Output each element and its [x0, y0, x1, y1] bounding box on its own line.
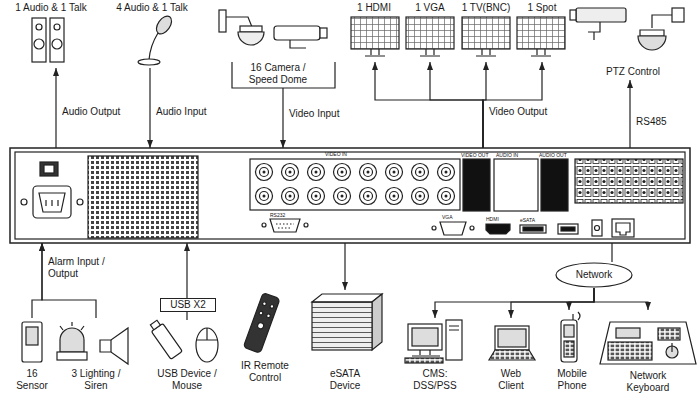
laptop-group: Web Client [480, 318, 542, 402]
device-label: Network [555, 269, 633, 281]
esata-group: eSATA Device [305, 290, 385, 402]
port-label: VIDEO OUT [461, 152, 489, 158]
siren-icon [57, 322, 128, 364]
connector-arrow [149, 68, 150, 148]
rear-panel [10, 148, 690, 243]
phone-group: Mobile Phone [548, 310, 596, 402]
ptz-group: PTZ Control [570, 2, 696, 80]
device-label: 1 VGA [402, 2, 458, 14]
connector-arrow [594, 288, 648, 310]
connector-arrow [430, 62, 483, 148]
connector-arrow [483, 62, 542, 148]
monitor-group: 1 Spot [514, 2, 570, 62]
device-label: IR Remote Control [240, 360, 290, 384]
connector-arrow [344, 243, 345, 290]
signal-label: USB X2 [160, 298, 216, 312]
device-label: 1 TV(BNC) [458, 2, 514, 14]
phone-icon [561, 312, 580, 362]
signal-label: RS485 [636, 116, 686, 128]
sensor-group: 16 Sensor [12, 318, 52, 402]
device-label: 4 Audio & 1 Talk [104, 2, 200, 14]
signal-label: Audio Input [156, 106, 226, 118]
esata-device-icon [312, 294, 382, 350]
signal-label: Video Input [289, 108, 359, 120]
connector-arrow [282, 88, 283, 148]
computer-icon [405, 320, 462, 363]
device-label: 1 Audio & 1 Talk [8, 2, 94, 14]
connector-arrow [435, 288, 594, 318]
sensor-icon [22, 322, 42, 362]
signal-label: Video Output [489, 106, 569, 118]
device-label: PTZ Control [570, 66, 696, 78]
microphone-group: 4 Audio & 1 Talk [104, 2, 200, 68]
connector-arrow [629, 80, 630, 148]
network-cloud: Network [555, 262, 633, 288]
siren-group: 3 Lighting / Siren [55, 318, 137, 402]
keyboard-icon [600, 322, 696, 364]
camera-group: 16 Camera / Speed Dome [215, 4, 340, 88]
device-label: 3 Lighting / Siren [61, 368, 131, 392]
port-label: VGA [442, 214, 453, 220]
device-label: eSATA Device [317, 368, 373, 392]
rear-panel: VIDEO IN VIDEO OUT AUDIO IN AUDIO OUT RS232 V… [10, 148, 690, 243]
connector-arrow [569, 288, 594, 310]
device-label: 16 Sensor [12, 368, 52, 392]
device-label: Mobile Phone [550, 368, 594, 392]
usb-group: USB Device / Mouse [148, 320, 226, 402]
port-label: eSATA [520, 217, 535, 223]
port-label: VIDEO IN [325, 151, 347, 157]
usb-mouse-icon [148, 319, 218, 362]
connector-arrow [611, 243, 612, 262]
camera-icon [219, 10, 335, 88]
signal-label: Audio Output [62, 106, 142, 118]
connector-arrow [375, 62, 483, 148]
remote-icon [243, 293, 280, 354]
remote-group: IR Remote Control [236, 288, 294, 402]
computer-group: CMS: DSS/PSS [400, 318, 470, 402]
monitor-group: 1 TV(BNC) [458, 2, 514, 62]
connector-arrow [511, 288, 594, 318]
ptz-camera-icon [570, 8, 684, 50]
device-label: 1 HDMI [346, 2, 402, 14]
device-label: 16 Camera / Speed Dome [243, 62, 313, 86]
speaker-group: 1 Audio & 1 Talk [8, 2, 94, 68]
port-label: HDMI [486, 216, 499, 222]
device-label: 1 Spot [514, 2, 570, 14]
device-label: USB Device / Mouse [152, 368, 222, 392]
keyboard-group: Network Keyboard [600, 310, 696, 402]
signal-label: Alarm Input / Output [48, 256, 118, 280]
port-label: AUDIO IN [496, 152, 518, 158]
device-label: Web Client [491, 368, 531, 392]
connector-arrow [55, 68, 56, 148]
connector-arrow [32, 243, 42, 318]
laptop-icon [489, 326, 535, 360]
speaker-icon [32, 18, 64, 62]
microphone-icon [138, 13, 175, 65]
monitor-icon [351, 17, 565, 56]
device-label: CMS: DSS/PSS [405, 368, 465, 392]
connector-arrow [42, 243, 96, 318]
device-label: Network Keyboard [618, 370, 678, 394]
port-label: RS232 [270, 212, 285, 218]
monitor-group: 1 VGA [402, 2, 458, 62]
port-label: AUDIO OUT [539, 152, 567, 158]
monitor-group: 1 HDMI [346, 2, 402, 62]
